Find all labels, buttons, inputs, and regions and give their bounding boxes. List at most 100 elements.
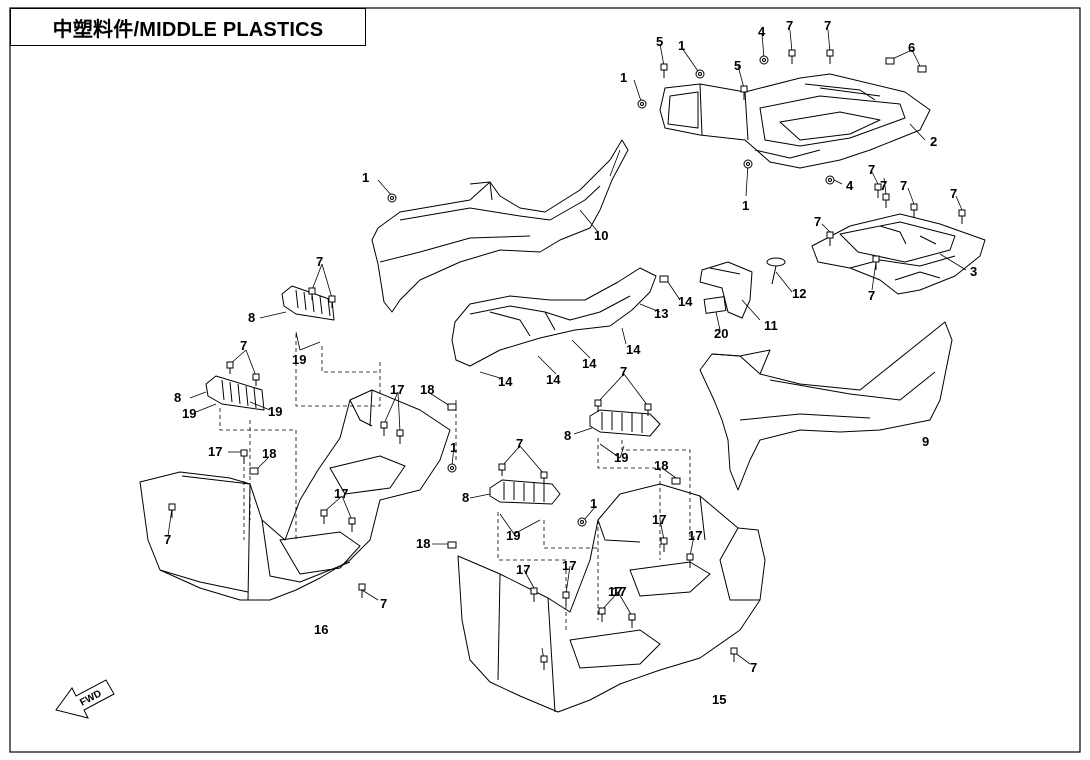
bolt	[396, 429, 404, 444]
callout-7: 7	[900, 178, 907, 193]
part-16-left-footwell	[139, 389, 451, 601]
callout-9: 9	[922, 434, 929, 449]
callout-15: 15	[712, 692, 726, 707]
callout-17: 17	[334, 486, 348, 501]
callout-3: 3	[970, 264, 977, 279]
nut	[637, 99, 647, 109]
bolt	[380, 421, 388, 436]
bolt	[660, 63, 668, 78]
part-20-pad	[703, 296, 727, 314]
bolt	[308, 287, 316, 300]
callout-19: 19	[506, 528, 520, 543]
bolt	[540, 471, 548, 484]
nut	[825, 175, 835, 185]
callout-16: 16	[314, 622, 328, 637]
callout-18: 18	[420, 382, 434, 397]
part-12-clip	[766, 257, 786, 285]
nut	[695, 69, 705, 79]
bolt	[540, 655, 548, 670]
callout-19: 19	[292, 352, 306, 367]
callout-8: 8	[462, 490, 469, 505]
part-10-left-side-panel	[371, 139, 629, 313]
callout-14: 14	[582, 356, 597, 371]
callout-17: 17	[208, 444, 222, 459]
callout-7: 7	[316, 254, 323, 269]
bolt	[874, 183, 882, 198]
clip	[447, 403, 457, 411]
callout-labels: 1 1 1 1 1 1 2 3 4 4 5 5 6 7 7 7 7 7 7 7 …	[164, 18, 977, 707]
callout-17: 17	[608, 584, 622, 599]
callout-leaders	[167, 29, 967, 665]
callout-14: 14	[498, 374, 513, 389]
part-15-right-footwell	[457, 483, 766, 713]
bolt	[958, 209, 966, 224]
diagram-title: 中塑料件/MIDDLE PLASTICS	[52, 18, 324, 41]
callout-7: 7	[240, 338, 247, 353]
callout-19: 19	[182, 406, 196, 421]
callout-17: 17	[612, 584, 626, 599]
fwd-arrow: FWD	[55, 679, 115, 719]
bolt	[348, 517, 356, 532]
callout-14: 14	[678, 294, 693, 309]
part-11-bracket	[699, 261, 753, 319]
nut	[759, 55, 769, 65]
bolt	[594, 399, 602, 412]
bolt	[826, 231, 834, 246]
callout-17: 17	[688, 528, 702, 543]
callout-17: 17	[652, 512, 666, 527]
part-2-rear-tray	[659, 73, 931, 169]
callout-17: 17	[516, 562, 530, 577]
callout-7: 7	[824, 18, 831, 33]
part-3-rear-lower-tray	[811, 213, 986, 295]
part-9-right-side-panel	[699, 321, 953, 491]
callout-1: 1	[590, 496, 597, 511]
callout-8: 8	[174, 390, 181, 405]
callout-7: 7	[950, 186, 957, 201]
callout-7: 7	[750, 660, 757, 675]
title-box: 中塑料件/MIDDLE PLASTICS	[10, 8, 366, 46]
callout-5: 5	[734, 58, 741, 73]
callout-7: 7	[868, 162, 875, 177]
callout-8: 8	[564, 428, 571, 443]
callout-1: 1	[450, 440, 457, 455]
bolt	[598, 607, 606, 622]
bolt	[530, 587, 538, 602]
bolt	[660, 537, 668, 552]
part-13-center-cover	[451, 267, 657, 367]
callout-19: 19	[268, 404, 282, 419]
bolt	[226, 361, 234, 374]
clip	[447, 541, 457, 549]
callout-7: 7	[380, 596, 387, 611]
bolt	[320, 509, 328, 524]
callout-18: 18	[654, 458, 668, 473]
bolt	[910, 203, 918, 218]
part-8-footrest-right-lower	[489, 479, 561, 505]
bolt	[328, 295, 336, 308]
bolt	[628, 613, 636, 628]
callout-1: 1	[678, 38, 685, 53]
part-8-footrest-upper	[281, 285, 335, 321]
callout-20: 20	[714, 326, 728, 341]
clip	[917, 65, 927, 73]
part-8-footrest-right-upper	[589, 409, 661, 437]
callout-7: 7	[814, 214, 821, 229]
drawing-border	[9, 7, 1081, 753]
callout-8: 8	[248, 310, 255, 325]
bolt	[730, 647, 738, 662]
bolt	[788, 49, 796, 64]
part-8-footrest-left	[205, 375, 265, 411]
clip	[671, 477, 681, 485]
callout-13: 13	[654, 306, 668, 321]
clip	[659, 275, 669, 283]
bolt	[686, 553, 694, 568]
callout-2: 2	[930, 134, 937, 149]
callout-7: 7	[880, 178, 887, 193]
fasteners	[168, 49, 966, 670]
callout-12: 12	[792, 286, 806, 301]
bolt	[740, 85, 748, 100]
callout-7: 7	[786, 18, 793, 33]
bolt	[252, 373, 260, 386]
bolt	[644, 403, 652, 416]
callout-7: 7	[620, 364, 627, 379]
bolt	[882, 193, 890, 208]
